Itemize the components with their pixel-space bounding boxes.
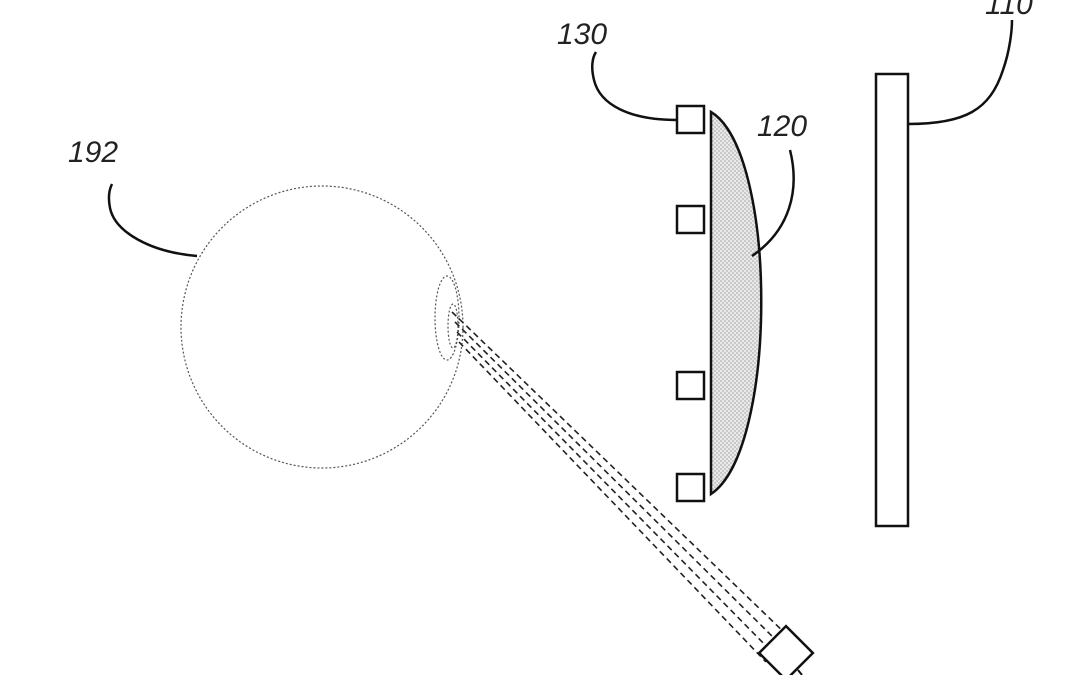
- light-sources-ref-label: 130: [557, 18, 607, 51]
- eye: [180, 185, 464, 469]
- display-leader-line: [907, 19, 1014, 126]
- light-source: [675, 204, 706, 235]
- cornea: [434, 275, 460, 361]
- light-sources-leader-line: [591, 51, 678, 122]
- eye-leader-line: [107, 183, 198, 258]
- eye-ref-label: 192: [68, 136, 118, 169]
- display-ref-label: 110: [985, 0, 1033, 21]
- display-panel: [874, 72, 910, 528]
- light-source-array: [675, 104, 706, 503]
- lens: [709, 109, 763, 497]
- light-source: [675, 104, 706, 135]
- eyeball: [180, 185, 464, 469]
- lens-ref-label: 120: [757, 110, 807, 143]
- eye-tracking-camera: [757, 624, 815, 675]
- reflected-light-rays: [451, 311, 791, 663]
- light-source: [675, 370, 706, 401]
- lens-leader-line: [751, 149, 795, 258]
- light-source: [675, 472, 706, 503]
- pupil: [447, 303, 459, 349]
